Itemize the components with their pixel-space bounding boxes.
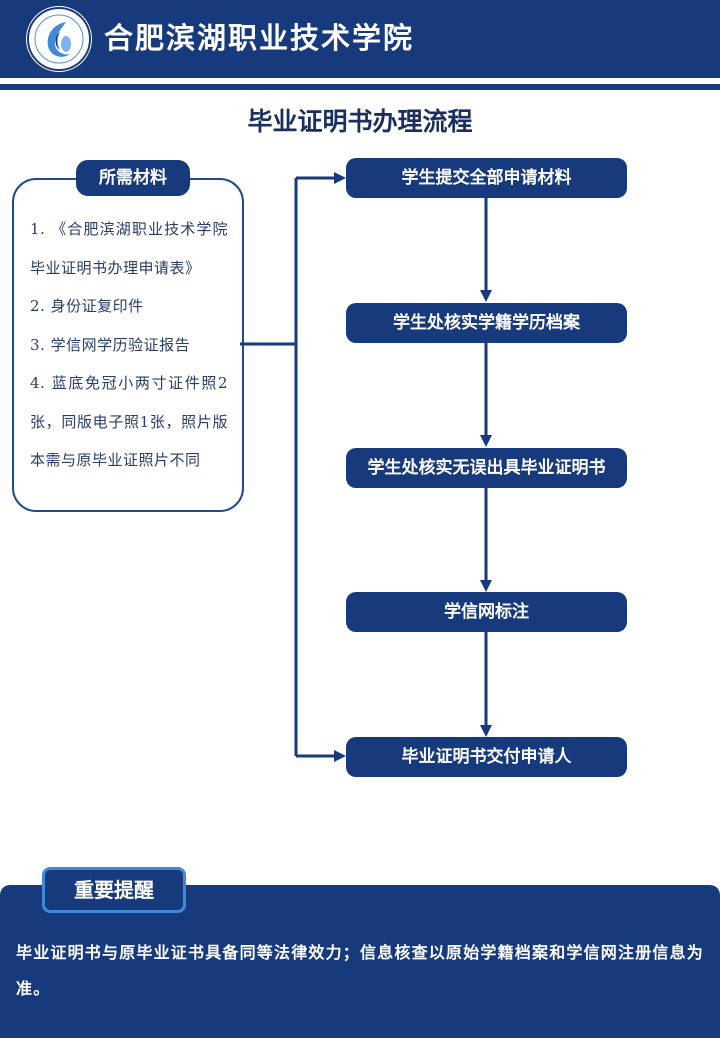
flow-step-2: 学生处核实学籍学历档案 xyxy=(346,303,627,343)
page-title: 毕业证明书办理流程 xyxy=(247,107,473,136)
flow-step-1: 学生提交全部申请材料 xyxy=(346,158,627,198)
material-item: 3. 学信网学历验证报告 xyxy=(30,335,191,354)
notice-tag: 重要提醒 xyxy=(42,867,186,913)
materials-tag: 所需材料 xyxy=(76,160,190,196)
school-name: 合肥滨湖职业技术学院 xyxy=(104,21,415,55)
material-item: 1. 《合肥滨湖职业技术学院毕业证明书办理申请表》 xyxy=(30,220,228,277)
flow-step-5: 毕业证明书交付申请人 xyxy=(346,737,627,777)
notice-text: 毕业证明书与原毕业证书具备同等法律效力；信息核查以原始学籍档案和学信网注册信息为… xyxy=(16,943,705,998)
header-stripe xyxy=(0,84,720,90)
flow-step-3: 学生处核实无误出具毕业证明书 xyxy=(346,448,627,488)
school-logo-icon xyxy=(26,6,92,72)
material-item: 4. 蓝底免冠小两寸证件照2张，同版电子照1张，照片版本需与原毕业证照片不同 xyxy=(30,374,228,469)
flow-step-4: 学信网标注 xyxy=(346,592,627,632)
material-item: 2. 身份证复印件 xyxy=(30,297,144,315)
materials-list: 1. 《合肥滨湖职业技术学院毕业证明书办理申请表》 2. 身份证复印件 3. 学… xyxy=(30,210,228,480)
header-bar xyxy=(0,0,720,78)
